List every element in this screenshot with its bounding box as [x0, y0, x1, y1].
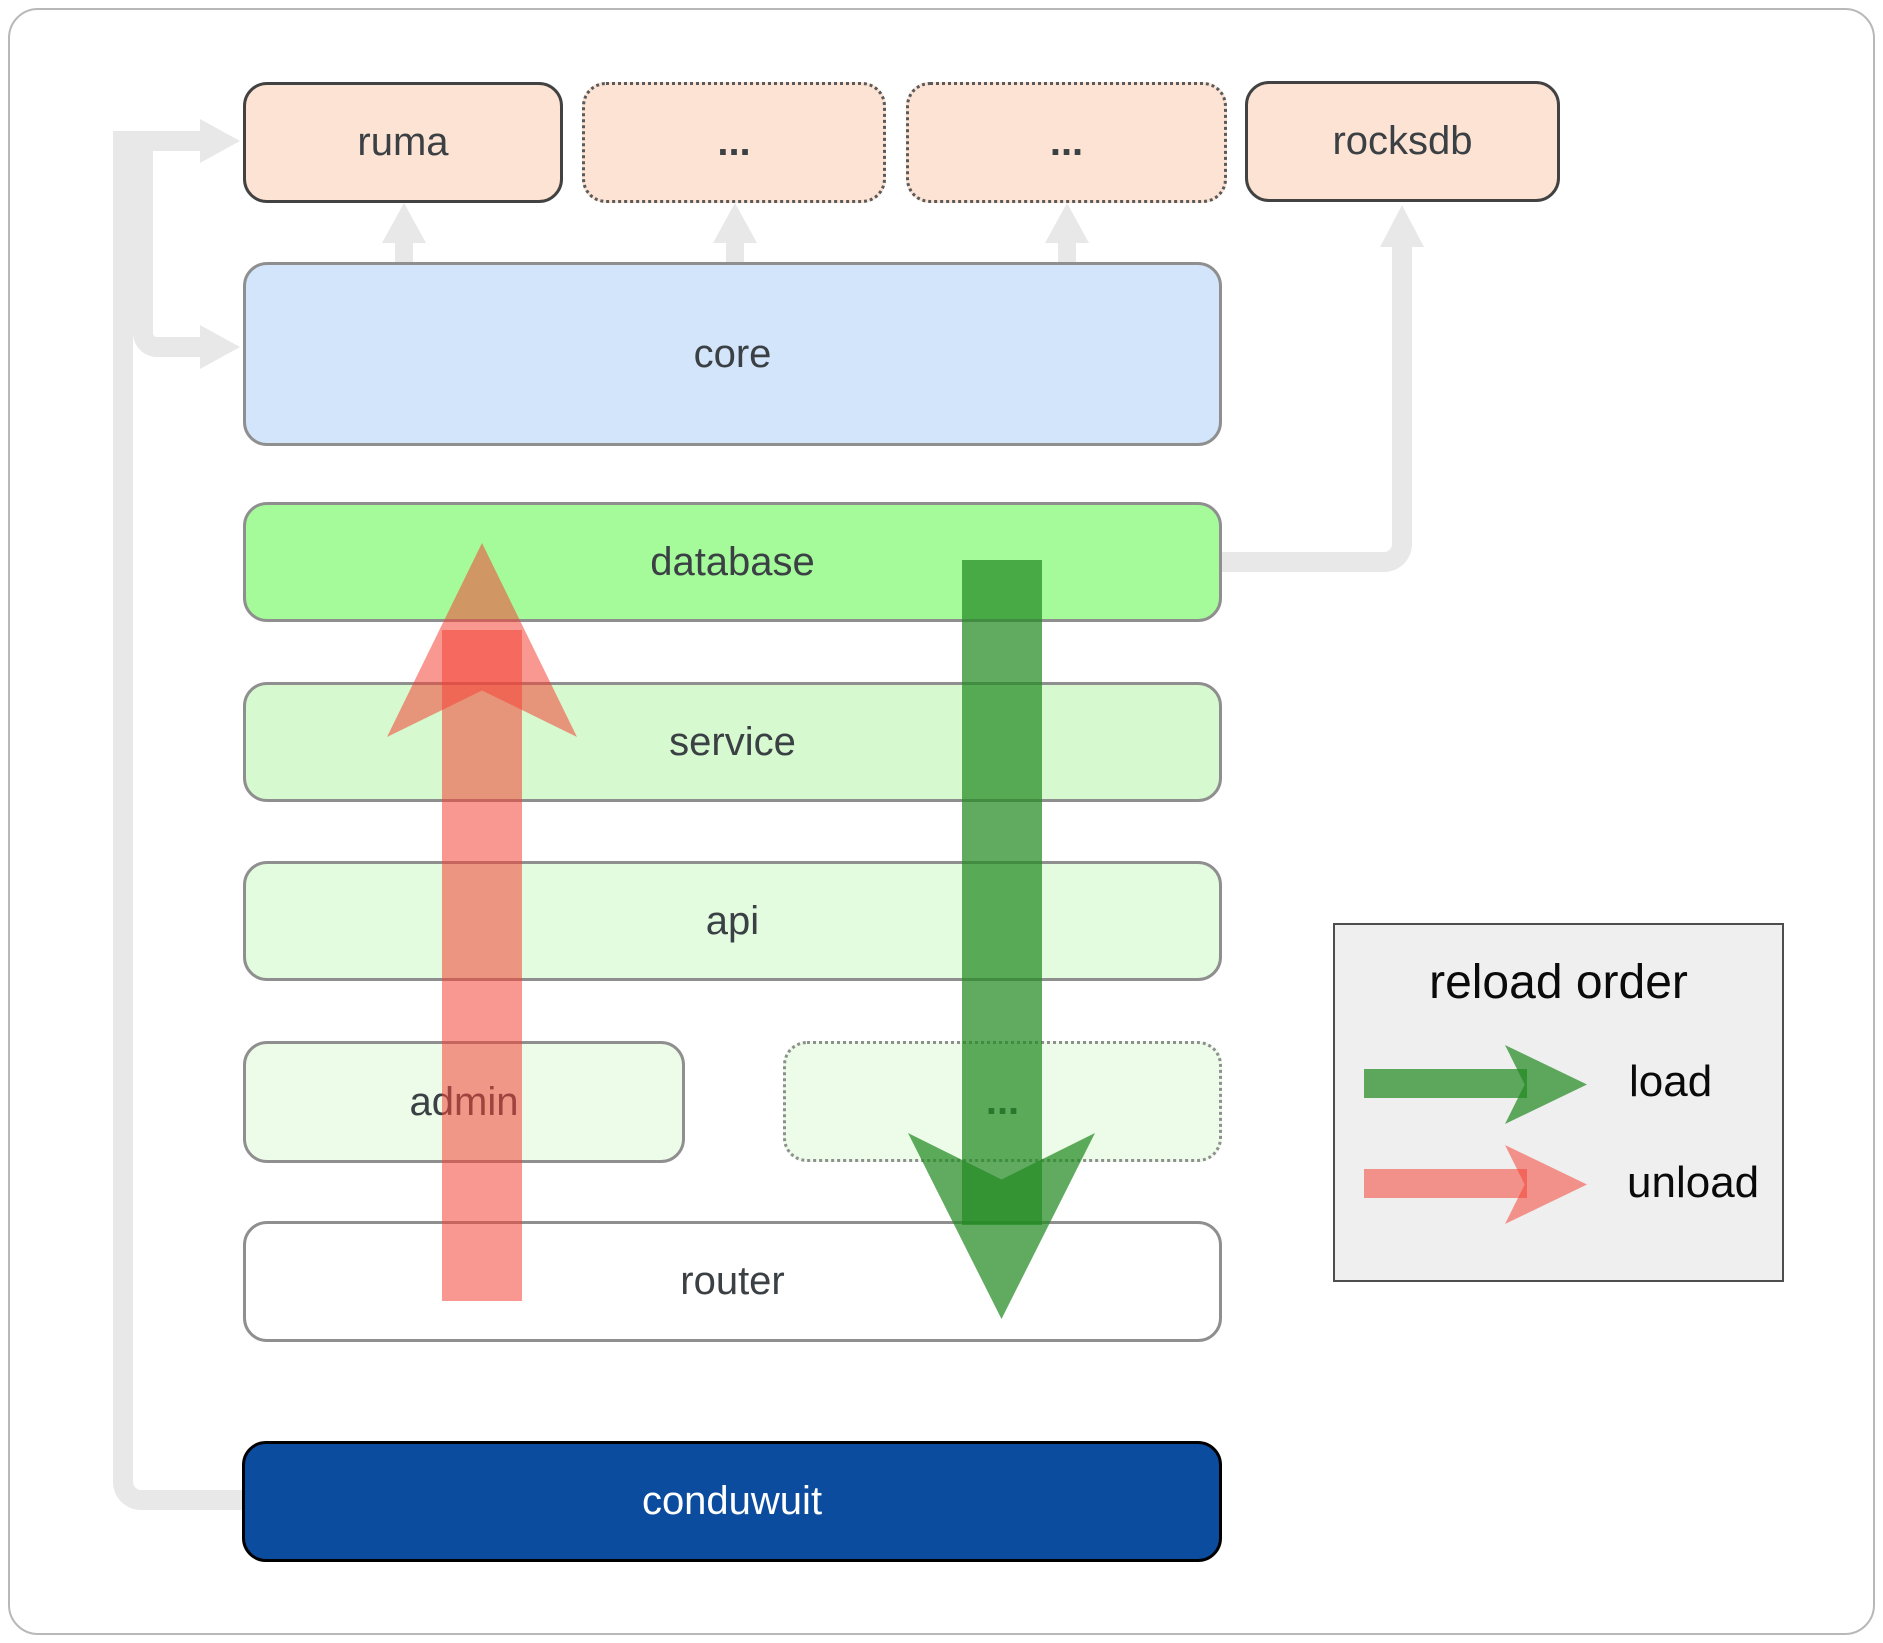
node-ellipsis-2-label: ...: [1049, 120, 1084, 164]
node-ellipsis-1-label: ...: [717, 120, 751, 164]
arrow-core-to-ellipsis1-shaft: [726, 240, 744, 264]
node-ruma: ruma: [243, 82, 563, 203]
legend-unload-arrow-shaft: [1364, 1169, 1527, 1198]
node-router: router: [243, 1221, 1222, 1342]
legend-load-arrow-shaft: [1364, 1069, 1527, 1098]
node-core: core: [243, 262, 1222, 446]
node-ruma-label: ruma: [357, 120, 449, 164]
legend-unload-label: unload: [1627, 1158, 1760, 1207]
legend: reload order load unload: [1333, 923, 1784, 1282]
node-api: api: [243, 861, 1222, 981]
node-ellipsis-1: ...: [582, 82, 886, 203]
arrow-core-to-ellipsis2-shaft: [1058, 240, 1076, 264]
outer-frame: [8, 8, 1875, 1635]
node-conduwuit: conduwuit: [242, 1441, 1222, 1562]
connector-database-to-rocksdb: [1222, 245, 1412, 572]
node-conduwuit-label: conduwuit: [641, 1479, 823, 1523]
connector-conduwuit-to-ruma: [113, 131, 243, 1510]
load-arrow-shaft: [962, 560, 1042, 1225]
node-router-label: router: [680, 1259, 785, 1303]
node-core-label: core: [693, 331, 772, 376]
node-service: service: [243, 682, 1222, 802]
legend-title: reload order: [1429, 956, 1688, 1009]
node-api-label: api: [705, 898, 760, 943]
node-ellipsis-2: ...: [906, 82, 1227, 203]
node-database-label: database: [650, 539, 815, 584]
node-database: database: [243, 502, 1222, 622]
connector-conduwuit-to-core: [133, 131, 203, 357]
node-service-label: service: [669, 719, 796, 764]
node-rocksdb: rocksdb: [1245, 81, 1560, 202]
unload-arrow-shaft: [442, 630, 522, 1301]
node-rocksdb-label: rocksdb: [1332, 119, 1473, 163]
legend-load-label: load: [1629, 1057, 1713, 1106]
arrow-core-to-ruma-shaft: [395, 240, 413, 264]
